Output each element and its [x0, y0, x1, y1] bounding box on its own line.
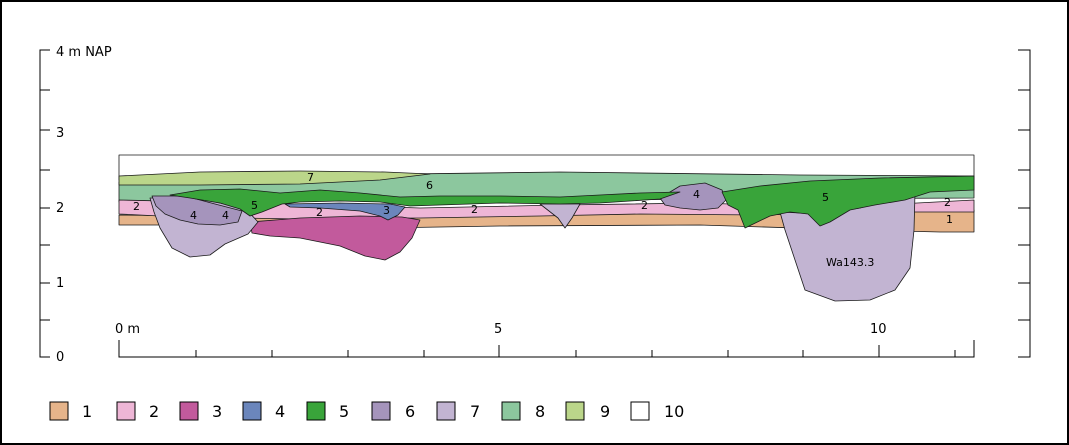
legend: 1 2 3 4 5 6 7 8	[49, 401, 684, 421]
legend-label-6: 6	[405, 402, 415, 421]
legend-item-10: 10	[630, 401, 684, 421]
legend-label-4: 4	[275, 402, 285, 421]
layer-5-band-right	[721, 175, 975, 229]
scale-label-5: 5	[494, 322, 502, 337]
axis-label-3: 3	[56, 126, 64, 141]
section-label-2-mid-c: 2	[641, 199, 648, 212]
legend-swatch-5	[306, 401, 326, 421]
axis-label-0: 0	[56, 350, 64, 365]
section-label-1-right: 1	[946, 213, 953, 226]
layer-6-lens-right	[659, 182, 727, 211]
legend-label-10: 10	[664, 402, 684, 421]
legend-label-2: 2	[149, 402, 159, 421]
layer-5-band-left	[169, 188, 681, 217]
section-label-5-right: 5	[822, 191, 829, 204]
legend-swatch-10	[630, 401, 650, 421]
axis-label-2: 2	[56, 201, 64, 216]
scale-label-10: 10	[870, 322, 887, 337]
legend-item-3: 3	[179, 401, 222, 421]
legend-item-5: 5	[306, 401, 349, 421]
section-label-4-b: 4	[222, 209, 229, 222]
legend-swatch-6	[371, 401, 391, 421]
left-vertical-axis	[39, 49, 50, 358]
section-label-2-left: 2	[133, 200, 140, 213]
legend-swatch-1	[49, 401, 69, 421]
axis-label-4m: 4 m NAP	[56, 45, 112, 60]
legend-label-7: 7	[470, 402, 480, 421]
legend-swatch-8	[501, 401, 521, 421]
legend-label-1: 1	[82, 402, 92, 421]
legend-swatch-2	[116, 401, 136, 421]
feature-label-wa143: Wa143.3	[826, 256, 874, 269]
legend-label-8: 8	[535, 402, 545, 421]
section-label-2-mid-b: 2	[471, 203, 478, 216]
legend-item-1: 1	[49, 401, 92, 421]
layer-3-pit	[249, 215, 421, 261]
section-label-3: 3	[383, 204, 390, 217]
legend-item-2: 2	[116, 401, 159, 421]
section-layers	[118, 154, 975, 302]
legend-swatch-4	[242, 401, 262, 421]
legend-item-6: 6	[371, 401, 415, 421]
horizontal-scale-bar	[118, 340, 975, 358]
legend-item-8: 8	[501, 401, 545, 421]
legend-label-9: 9	[600, 402, 610, 421]
layer-9-lens	[118, 170, 431, 186]
axis-label-1: 1	[56, 276, 64, 291]
legend-label-3: 3	[212, 402, 222, 421]
legend-item-4: 4	[242, 401, 285, 421]
legend-item-9: 9	[565, 401, 610, 421]
section-label-4-c: 4	[693, 188, 700, 201]
legend-swatch-7	[436, 401, 456, 421]
section-label-7: 7	[307, 171, 314, 184]
section-label-5-left: 5	[251, 199, 258, 212]
right-vertical-axis	[1018, 49, 1031, 358]
section-label-2-mid-a: 2	[316, 206, 323, 219]
layer-4-blue-lens	[284, 202, 406, 221]
section-label-4-a: 4	[190, 209, 197, 222]
legend-swatch-3	[179, 401, 199, 421]
legend-label-5: 5	[339, 402, 349, 421]
section-label-6: 6	[426, 179, 433, 192]
scale-label-0m: 0 m	[115, 322, 140, 337]
section-label-2-right: 2	[944, 196, 951, 209]
legend-swatch-9	[565, 401, 585, 421]
layer-6-lens-left	[151, 195, 243, 226]
legend-item-7: 7	[436, 401, 480, 421]
